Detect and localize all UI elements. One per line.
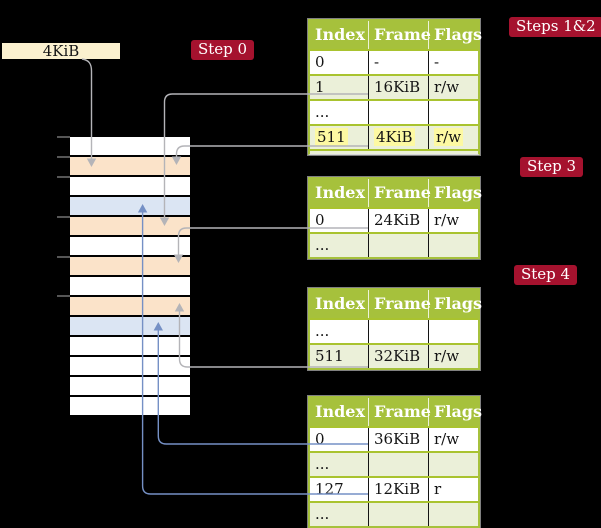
memory-frame-row xyxy=(70,357,190,377)
table-cell xyxy=(428,101,478,124)
page-size-label: 4KiB xyxy=(2,43,120,59)
memory-frame-row xyxy=(70,197,190,217)
highlighted-value: 511 xyxy=(315,128,348,146)
table-cell: 0 xyxy=(315,430,325,448)
step-badge-1-2: Steps 1&2 xyxy=(509,17,601,37)
table-row: ... xyxy=(310,501,478,526)
column-header: Index xyxy=(315,402,366,421)
table-cell xyxy=(368,101,428,124)
table-cell: 36KiB xyxy=(368,428,428,451)
table-cell: 0 xyxy=(315,211,325,229)
table-cell: r/w xyxy=(428,345,478,368)
table-cell: ... xyxy=(315,103,330,121)
column-header: Flags xyxy=(428,398,482,426)
step-badge-3: Step 3 xyxy=(520,157,584,177)
table-cell: 1 xyxy=(315,78,325,96)
memory-frame-row xyxy=(70,377,190,397)
table-row: 511 4KiB r/w xyxy=(310,124,478,149)
table-cell: 32KiB xyxy=(368,345,428,368)
table-row: ... xyxy=(310,318,478,343)
table-cell: ... xyxy=(315,505,330,523)
column-header: Frame xyxy=(368,290,431,318)
column-header: Frame xyxy=(368,21,431,49)
column-header: Index xyxy=(315,25,366,44)
table-cell: 511 xyxy=(315,347,344,365)
column-header: Flags xyxy=(428,21,482,49)
table-row: ... xyxy=(310,451,478,476)
table-cell: ... xyxy=(315,236,330,254)
memory-frame-row xyxy=(70,317,190,337)
table-cell xyxy=(368,453,428,476)
table-cell: r/w xyxy=(428,76,478,99)
table-cell xyxy=(368,234,428,257)
table-cell xyxy=(428,234,478,257)
memory-frame-row xyxy=(70,277,190,297)
table-row: 0 -- xyxy=(310,49,478,74)
highlighted-value: 4KiB xyxy=(374,128,415,146)
table-cell xyxy=(368,320,428,343)
table-cell: 16KiB xyxy=(368,76,428,99)
memory-frame-row xyxy=(70,297,190,317)
table-cell: r/w xyxy=(428,209,478,232)
table-cell: 511 xyxy=(310,126,368,149)
column-header: Index xyxy=(315,294,366,313)
physical-memory-column xyxy=(70,137,190,417)
column-header: Flags xyxy=(428,290,482,318)
table-cell: r/w xyxy=(428,428,478,451)
memory-frame-row xyxy=(70,257,190,277)
table-cell: 4KiB xyxy=(368,126,428,149)
table-cell: - xyxy=(428,51,478,74)
column-header: Index xyxy=(315,183,366,202)
table-cell: 0 xyxy=(315,53,325,71)
step-badge-0: Step 0 xyxy=(191,40,255,60)
table-row: ... xyxy=(310,99,478,124)
memory-frame-row xyxy=(70,137,190,157)
memory-frame-row xyxy=(70,397,190,417)
highlighted-value: r/w xyxy=(434,128,464,146)
table-cell xyxy=(428,503,478,526)
table-cell xyxy=(368,503,428,526)
clipped-row-strip xyxy=(310,149,478,154)
column-header: Frame xyxy=(368,398,431,426)
step-badge-4: Step 4 xyxy=(514,265,578,285)
table-cell: 12KiB xyxy=(368,478,428,501)
column-header: Frame xyxy=(368,179,431,207)
table-row: ... xyxy=(310,232,478,257)
memory-frame-row xyxy=(70,157,190,177)
table-cell: 24KiB xyxy=(368,209,428,232)
memory-frame-row xyxy=(70,217,190,237)
memory-frame-row xyxy=(70,177,190,197)
table-cell xyxy=(428,320,478,343)
table-cell: ... xyxy=(315,455,330,473)
column-header: Flags xyxy=(428,179,482,207)
table-cell: r/w xyxy=(428,126,478,149)
table-cell: - xyxy=(368,51,428,74)
table-cell: ... xyxy=(315,322,330,340)
table-cell xyxy=(428,453,478,476)
table-cell: r xyxy=(428,478,478,501)
memory-frame-row xyxy=(70,337,190,357)
table-cell: 127 xyxy=(315,480,344,498)
memory-frame-row xyxy=(70,237,190,257)
